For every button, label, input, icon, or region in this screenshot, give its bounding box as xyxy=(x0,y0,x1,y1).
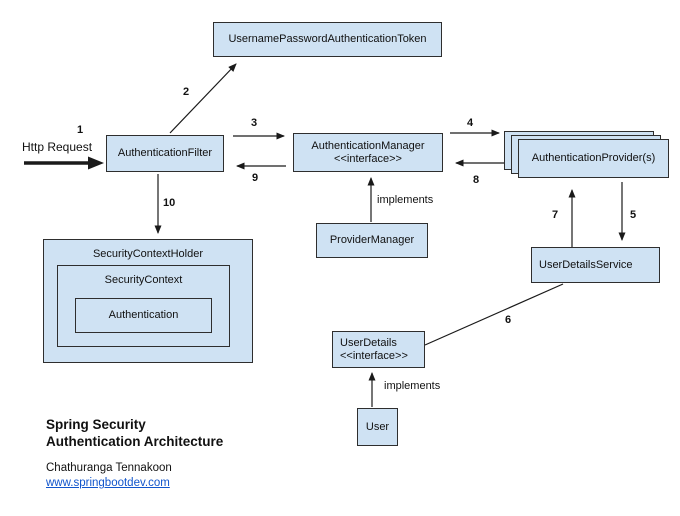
node-label: UserDetailsService xyxy=(539,258,633,271)
node-authentication: Authentication xyxy=(75,298,212,333)
edge-label-6: 6 xyxy=(505,314,512,326)
line-step-6 xyxy=(424,283,564,346)
node-stereotype: <<interface>> xyxy=(340,349,408,362)
arrow-step-2 xyxy=(169,63,237,134)
node-label: Authentication xyxy=(108,309,179,321)
node-label: User xyxy=(365,420,390,433)
edge-label-2: 2 xyxy=(183,86,190,98)
node-label: SecurityContextHolder xyxy=(92,248,204,260)
node-user: User xyxy=(357,408,398,446)
node-username-password-authentication-token: UsernamePasswordAuthenticationToken xyxy=(213,22,442,57)
edge-label-9: 9 xyxy=(252,172,259,184)
label-implements-manager: implements xyxy=(377,194,434,206)
node-authentication-provider: AuthenticationProvider(s) xyxy=(518,139,669,178)
node-user-details-service: UserDetailsService xyxy=(531,247,660,283)
node-label: UsernamePasswordAuthenticationToken xyxy=(228,33,427,45)
label-http-request: Http Request xyxy=(22,140,93,154)
diagram-title: Spring Security Authentication Architect… xyxy=(46,416,223,450)
edge-label-3: 3 xyxy=(251,117,258,129)
node-authentication-manager: AuthenticationManager <<interface>> xyxy=(293,133,443,172)
edge-label-8: 8 xyxy=(473,174,480,186)
node-stereotype: <<interface>> xyxy=(334,152,402,165)
node-authentication-filter: AuthenticationFilter xyxy=(106,135,224,172)
node-label: AuthenticationManager xyxy=(311,139,425,152)
node-label: AuthenticationFilter xyxy=(117,147,213,159)
edge-label-5: 5 xyxy=(630,209,637,221)
diagram-title-line1: Spring Security xyxy=(46,417,146,432)
node-label: ProviderManager xyxy=(329,234,415,246)
arrow-http-request-head xyxy=(88,156,104,170)
node-label: SecurityContext xyxy=(104,274,183,286)
node-user-details: UserDetails <<interface>> xyxy=(332,331,425,368)
author-name: Chathuranga Tennakoon xyxy=(46,462,172,474)
node-provider-manager: ProviderManager xyxy=(316,223,428,258)
website-link[interactable]: www.springbootdev.com xyxy=(46,477,170,489)
edge-label-4: 4 xyxy=(467,117,474,129)
edge-label-7: 7 xyxy=(552,209,559,221)
edge-label-10: 10 xyxy=(163,197,176,209)
node-label: AuthenticationProvider(s) xyxy=(531,152,656,164)
edge-label-1: 1 xyxy=(77,124,84,136)
node-label: UserDetails xyxy=(340,336,397,349)
diagram-title-line2: Authentication Architecture xyxy=(46,434,224,449)
label-implements-user: implements xyxy=(384,380,441,392)
